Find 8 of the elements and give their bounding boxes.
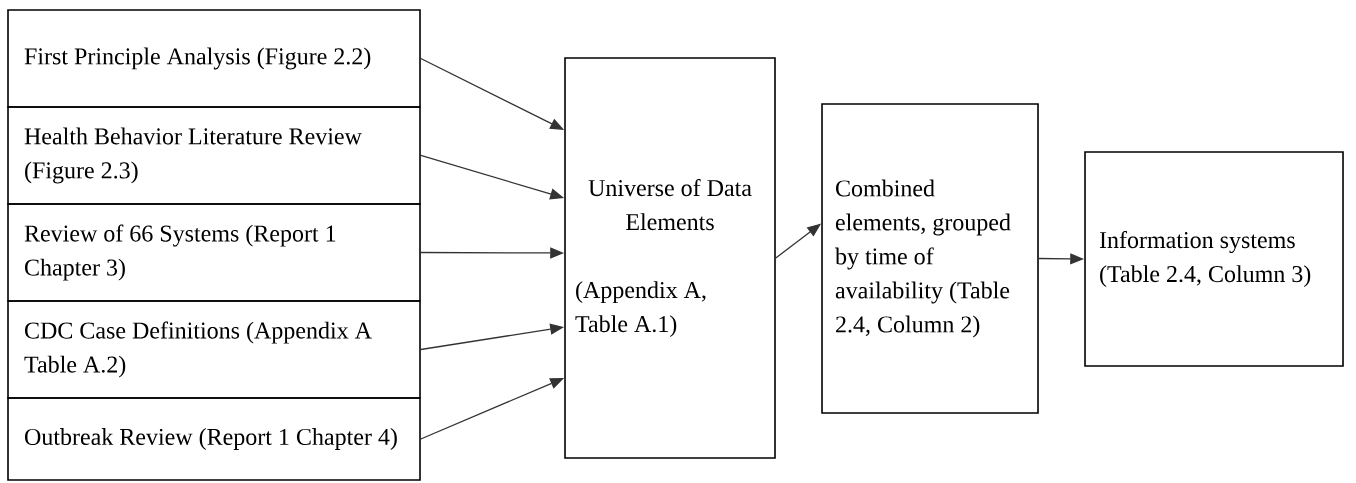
- text-box: CDC Case Definitions (Appendix A Table A.2): [7, 300, 421, 399]
- text-box: First Principle Analysis (Figure 2.2): [7, 9, 421, 108]
- text-box: Information systems (Table 2.4, Column 3): [1084, 151, 1344, 367]
- text-box: Combined elements, grouped by time of availability (Table 2.4, Column 2): [821, 103, 1039, 414]
- text-box: Review of 66 Systems (Report 1 Chapter 3): [7, 203, 421, 302]
- text-box: Outbreak Review (Report 1 Chapter 4): [7, 397, 421, 481]
- text-box: Health Behavior Literature Review (Figure 2.3): [7, 106, 421, 205]
- text-box: Universe of Data Elements (Appendix A, Table A.1): [564, 57, 776, 459]
